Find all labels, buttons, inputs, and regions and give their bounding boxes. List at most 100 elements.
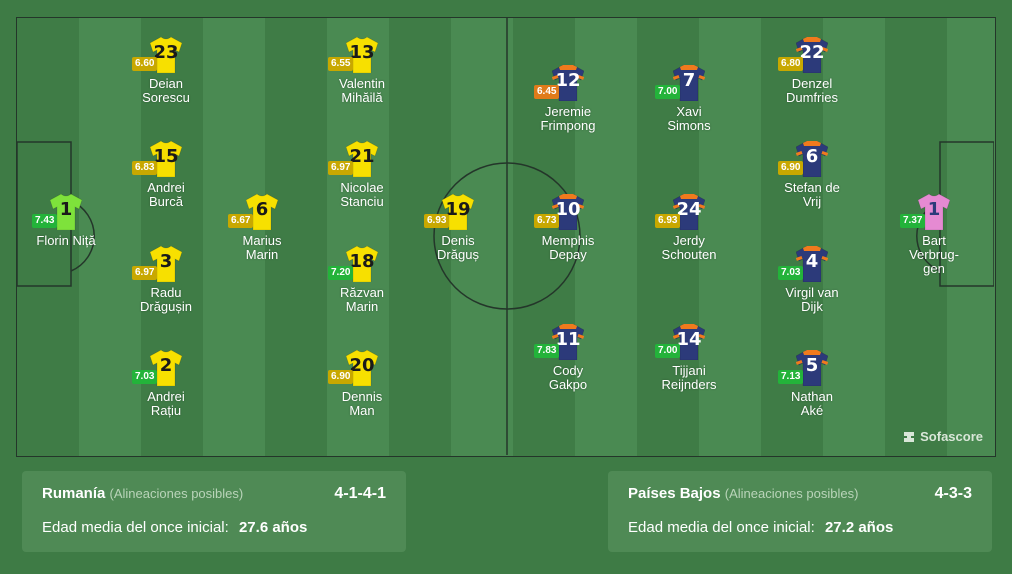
player-name: Memphis Depay xyxy=(541,233,595,262)
player-rating-badge: 7.37 xyxy=(900,214,926,228)
jersey-number: 10 xyxy=(555,199,581,220)
away-team-title: Países Bajos (Alineaciones posibles) xyxy=(628,485,858,502)
jersey-number: 24 xyxy=(676,199,702,220)
jersey-icon: 22 xyxy=(796,37,828,73)
jersey-icon: 19 xyxy=(442,194,474,230)
player-name: Valentin Mihăilă xyxy=(338,76,385,105)
jersey-icon: 4 xyxy=(796,246,828,282)
jersey-icon: 1 xyxy=(50,194,82,230)
jersey-number: 19 xyxy=(445,199,471,220)
player-name: Dennis Man xyxy=(341,389,383,418)
jersey-number: 15 xyxy=(153,146,179,167)
player-rating-badge: 6.67 xyxy=(228,214,254,228)
away-age-label: Edad media del once inicial: xyxy=(628,519,815,536)
player-rating-badge: 6.80 xyxy=(778,57,804,71)
away-team-name: Países Bajos xyxy=(628,485,721,502)
player-rating-badge: 6.93 xyxy=(424,214,450,228)
sofascore-watermark: Sofascore xyxy=(902,429,983,444)
jersey-icon: 20 xyxy=(346,350,378,386)
jersey-icon: 6 xyxy=(246,194,278,230)
player-rating-badge: 7.83 xyxy=(534,344,560,358)
jersey-icon: 21 xyxy=(346,141,378,177)
jersey-number: 14 xyxy=(676,329,702,350)
player-name: Florin Niță xyxy=(36,233,96,248)
sofascore-logo-icon xyxy=(904,431,915,442)
player-rating-badge: 7.03 xyxy=(132,370,158,384)
jersey-icon: 11 xyxy=(552,324,584,360)
jersey-number: 4 xyxy=(805,251,819,272)
home-team-subtitle: (Alineaciones posibles) xyxy=(109,486,244,501)
jersey-icon: 14 xyxy=(673,324,705,360)
away-average-age: Edad media del once inicial: 27.2 años xyxy=(628,519,893,536)
jersey-icon: 7 xyxy=(673,65,705,101)
jersey-number: 20 xyxy=(349,355,375,376)
jersey-number: 7 xyxy=(682,70,696,91)
jersey-number: 6 xyxy=(255,199,269,220)
player-name: Andrei Rațiu xyxy=(147,389,185,418)
jersey-number: 5 xyxy=(805,355,819,376)
player-name: Denzel Dumfries xyxy=(785,76,838,105)
player-rating-badge: 7.00 xyxy=(655,344,681,358)
player-name: Denis Drăguș xyxy=(437,233,479,262)
player-rating-badge: 6.97 xyxy=(328,161,354,175)
pitch: Sofascore xyxy=(16,17,996,457)
home-team-name: Rumanía xyxy=(42,485,106,502)
player-name: Deian Sorescu xyxy=(142,76,190,105)
player-name: Stefan de Vrij xyxy=(784,180,840,209)
player-name: Jerdy Schouten xyxy=(661,233,717,262)
jersey-number: 6 xyxy=(805,146,819,167)
player-rating-badge: 6.93 xyxy=(655,214,681,228)
player-name: Tijjani Reijnders xyxy=(661,363,717,392)
player-rating-badge: 6.90 xyxy=(778,161,804,175)
player-rating-badge: 6.73 xyxy=(534,214,560,228)
player-rating-badge: 7.03 xyxy=(778,266,804,280)
home-formation: 4-1-4-1 xyxy=(334,485,386,502)
home-age-value: 27.6 años xyxy=(238,519,308,536)
jersey-icon: 1 xyxy=(918,194,950,230)
jersey-number: 1 xyxy=(927,199,941,220)
player-rating-badge: 7.43 xyxy=(32,214,58,228)
home-average-age: Edad media del once inicial: 27.6 años xyxy=(42,519,307,536)
home-age-label: Edad media del once inicial: xyxy=(42,519,229,536)
player-name: Răzvan Marin xyxy=(339,285,385,314)
watermark-label: Sofascore xyxy=(920,429,983,444)
player-name: Andrei Burcă xyxy=(147,180,185,209)
jersey-number: 1 xyxy=(59,199,73,220)
jersey-icon: 5 xyxy=(796,350,828,386)
jersey-number: 11 xyxy=(555,329,581,350)
home-team-title: Rumanía (Alineaciones posibles) xyxy=(42,485,243,502)
jersey-number: 13 xyxy=(349,42,375,63)
player-rating-badge: 6.45 xyxy=(534,85,560,99)
jersey-icon: 18 xyxy=(346,246,378,282)
jersey-icon: 13 xyxy=(346,37,378,73)
home-team-info: Rumanía (Alineaciones posibles) 4-1-4-1 … xyxy=(22,471,406,552)
jersey-number: 12 xyxy=(555,70,581,91)
away-formation: 4-3-3 xyxy=(934,485,972,502)
player-name: Nathan Aké xyxy=(791,389,833,418)
jersey-icon: 3 xyxy=(150,246,182,282)
player-name: Marius Marin xyxy=(242,233,282,262)
player-name: Radu Drăgușin xyxy=(139,285,193,314)
